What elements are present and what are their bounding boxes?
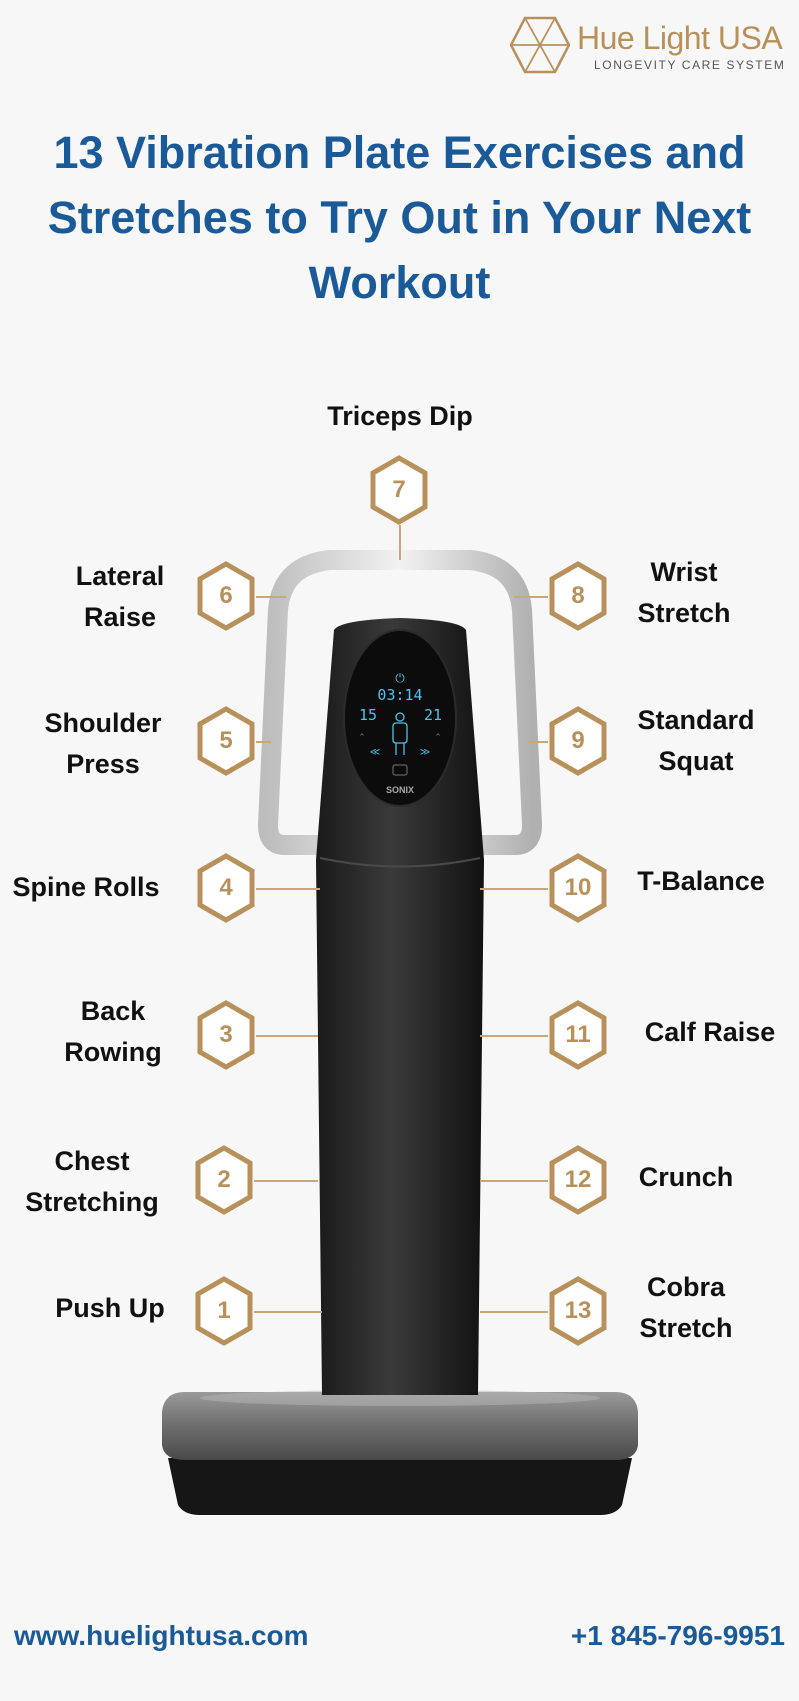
connector-12	[480, 1180, 548, 1182]
badge-6: 6	[196, 561, 256, 631]
exercise-label-11: Calf Raise	[644, 1017, 776, 1047]
svg-text:⏻: ⏻	[395, 671, 405, 685]
badge-4: 4	[196, 853, 256, 923]
connector-4	[256, 888, 320, 890]
badge-number: 1	[217, 1297, 231, 1324]
badge-number: 8	[571, 582, 585, 609]
brand-tagline: LONGEVITY CARE SYSTEM	[594, 58, 786, 72]
exercise-label-7: Triceps Dip	[327, 401, 473, 431]
badge-11: 11	[548, 1000, 608, 1070]
website-link[interactable]: www.huelightusa.com	[14, 1620, 309, 1651]
device-brand: SONIX	[386, 785, 414, 795]
connector-3	[256, 1035, 318, 1037]
screen-left-value: 15	[359, 706, 377, 724]
badge-9: 9	[548, 706, 608, 776]
screen-time: 03:14	[377, 686, 422, 704]
exercise-label-10: T-Balance	[637, 866, 765, 896]
badge-number: 7	[392, 476, 406, 503]
connector-2	[254, 1180, 318, 1182]
hexagon-icon	[197, 853, 255, 923]
exercise-label-12: Crunch	[638, 1162, 734, 1192]
hexagon-icon	[549, 853, 607, 923]
hexagon-icon	[549, 1145, 607, 1215]
hexagon-icon	[549, 1000, 607, 1070]
exercise-label-1: Push Up	[55, 1293, 165, 1323]
screen-right-value: 21	[424, 706, 442, 724]
svg-text:⌃: ⌃	[358, 732, 366, 742]
connector-10	[480, 888, 548, 890]
badge-7: 7	[369, 455, 429, 525]
hexagon-icon	[195, 1276, 253, 1346]
hexagon-icon	[549, 1276, 607, 1346]
badge-8: 8	[548, 561, 608, 631]
hexagon-icon	[370, 455, 428, 525]
badge-number: 2	[217, 1166, 231, 1193]
connector-8	[514, 596, 548, 598]
badge-5: 5	[196, 706, 256, 776]
connector-6	[256, 596, 286, 598]
exercise-label-13: Cobra Stretch	[639, 1272, 733, 1343]
exercise-label-9: Standard Squat	[637, 705, 755, 776]
svg-text:⌃: ⌃	[434, 732, 442, 742]
badge-2: 2	[194, 1145, 254, 1215]
phone-link[interactable]: +1 845-796-9951	[570, 1620, 785, 1651]
exercise-label-3: Back Rowing	[64, 996, 162, 1067]
svg-text:≪: ≪	[370, 747, 380, 758]
badge-12: 12	[548, 1145, 608, 1215]
exercise-label-2: Chest Stretching	[25, 1146, 159, 1217]
connector-11	[480, 1035, 548, 1037]
connector-1	[254, 1311, 322, 1313]
svg-text:≫: ≫	[420, 747, 430, 758]
exercise-label-6: Lateral Raise	[75, 561, 165, 632]
badge-3: 3	[196, 1000, 256, 1070]
badge-number: 11	[565, 1021, 591, 1048]
hexagon-icon	[197, 1000, 255, 1070]
badge-number: 6	[219, 582, 233, 609]
badge-number: 13	[564, 1297, 592, 1324]
brand-logo: Hue Light USA LONGEVITY CARE SYSTEM	[510, 16, 790, 74]
exercise-label-5: Shoulder Press	[44, 708, 162, 779]
hexagon-icon	[197, 706, 255, 776]
badge-number: 9	[571, 727, 585, 754]
exercise-label-8: Wrist Stretch	[637, 557, 731, 628]
connector-5	[256, 741, 271, 743]
badge-number: 5	[219, 727, 233, 754]
connector-7	[399, 525, 401, 560]
badge-number: 12	[564, 1166, 592, 1193]
page-title: 13 Vibration Plate Exercises and Stretch…	[47, 127, 752, 308]
connector-13	[480, 1311, 548, 1313]
badge-number: 4	[219, 874, 233, 901]
logo-mark-icon	[510, 16, 570, 74]
connector-9	[529, 741, 548, 743]
badge-13: 13	[548, 1276, 608, 1346]
badge-10: 10	[548, 853, 608, 923]
badge-number: 10	[564, 874, 592, 901]
badge-1: 1	[194, 1276, 254, 1346]
brand-name: Hue Light USA	[577, 20, 783, 56]
hexagon-icon	[195, 1145, 253, 1215]
hexagon-icon	[549, 561, 607, 631]
badge-number: 3	[219, 1021, 233, 1048]
hexagon-icon	[197, 561, 255, 631]
exercise-label-4: Spine Rolls	[12, 872, 160, 902]
hexagon-icon	[549, 706, 607, 776]
